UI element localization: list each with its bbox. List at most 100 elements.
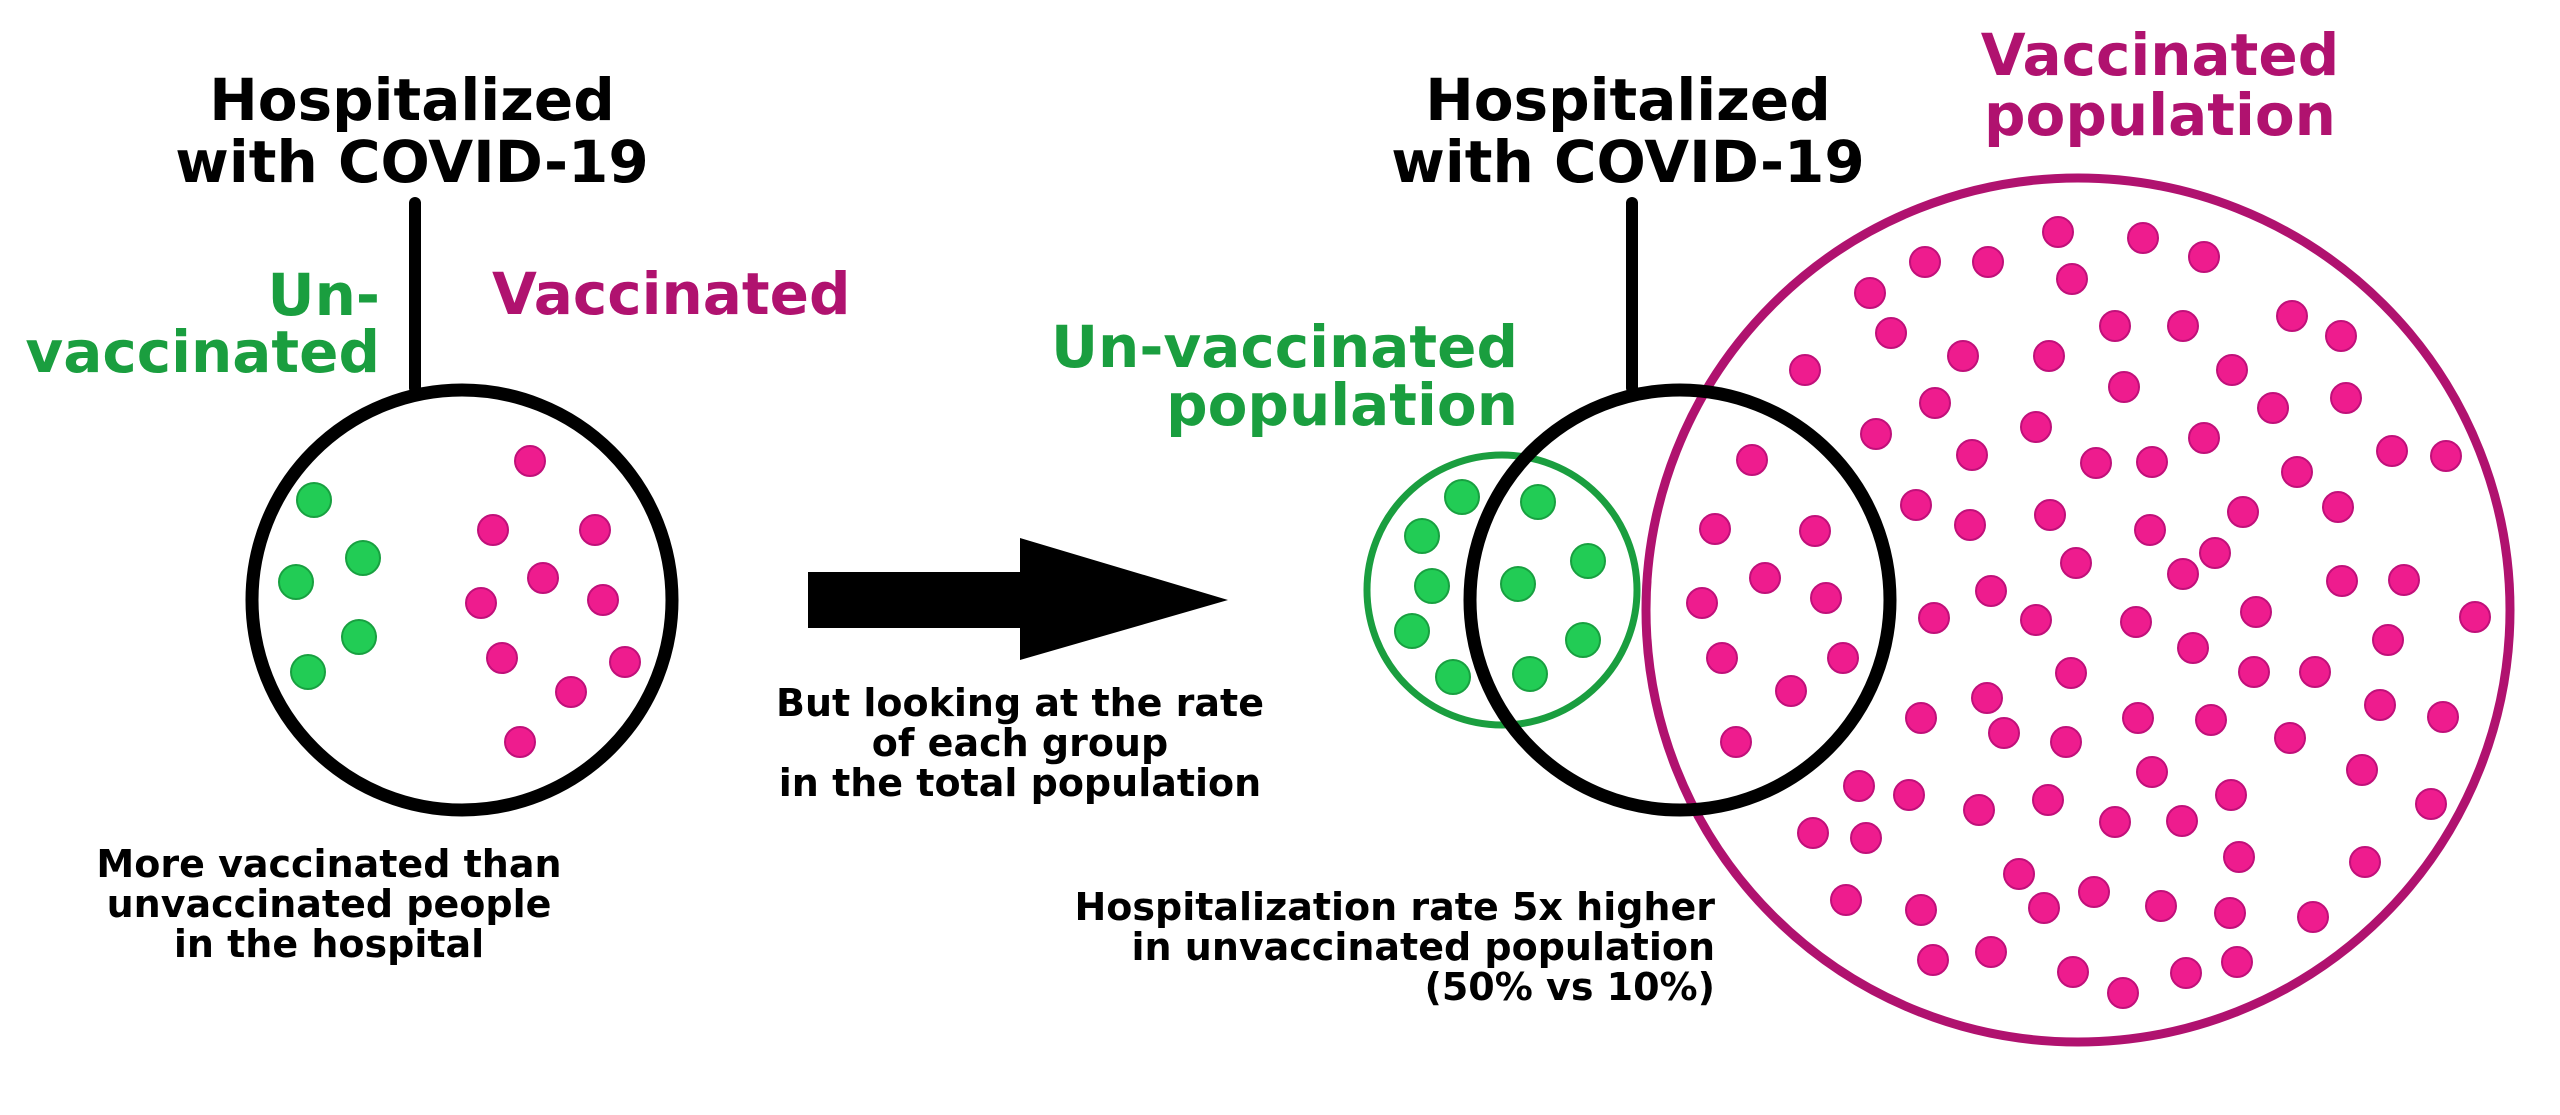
vaccinated-person-dot xyxy=(2167,558,2199,590)
unvaccinated-person-dot xyxy=(1414,568,1450,604)
vaccinated-person-dot xyxy=(1905,894,1937,926)
vaccinated-patient-dot xyxy=(486,642,518,674)
vaccinated-person-dot xyxy=(2299,656,2331,688)
vaccinated-person-dot xyxy=(2060,547,2092,579)
vaccinated-patient-dot xyxy=(477,514,509,546)
left-vaccinated-dots xyxy=(465,445,641,758)
unvaccinated-person-dot xyxy=(1435,659,1471,695)
vaccinated-person-dot xyxy=(2120,606,2152,638)
unvaccinated-person-dot xyxy=(1404,518,1440,554)
vaccinated-person-dot xyxy=(2050,726,2082,758)
vaccinated-person-dot xyxy=(1919,387,1951,419)
vaccinated-person-dot xyxy=(2276,300,2308,332)
vaccinated-population-circle xyxy=(1641,173,2515,1047)
vaccinated-person-dot xyxy=(1909,246,1941,278)
vaccinated-person-dot xyxy=(2372,624,2404,656)
vaccinated-person-dot xyxy=(2388,564,2420,596)
vaccinated-person-dot xyxy=(1799,515,1831,547)
vaccinated-person-dot xyxy=(2166,805,2198,837)
vaccinated-person-dot xyxy=(2322,491,2354,523)
vaccinated-person-dot xyxy=(1706,642,1738,674)
vaccinated-person-dot xyxy=(1775,675,1807,707)
vaccinated-person-dot xyxy=(2167,310,2199,342)
unvaccinated-person-dot xyxy=(1520,484,1556,520)
vaccinated-person-dot xyxy=(2020,604,2052,636)
vaccinated-person-dot xyxy=(1917,944,1949,976)
vaccinated-person-dot xyxy=(2326,565,2358,597)
vaccinated-person-dot xyxy=(2188,241,2220,273)
vaccinated-person-dot xyxy=(1988,717,2020,749)
vaccinated-person-dot xyxy=(2221,946,2253,978)
unvaccinated-person-dot xyxy=(1565,622,1601,658)
transition-arrow: But looking at the rate of each group in… xyxy=(776,538,1264,805)
unvaccinated-person-dot xyxy=(1512,656,1548,692)
vaccinated-person-dot xyxy=(1843,770,1875,802)
vaccinated-person-dot xyxy=(2056,263,2088,295)
arrow-caption-line2: of each group xyxy=(872,721,1168,765)
vaccinated-person-dot xyxy=(1954,509,1986,541)
unvaccinated-population-circle xyxy=(1363,451,1641,729)
vaccinated-person-dot xyxy=(1975,936,2007,968)
vaccinated-person-dot xyxy=(2223,841,2255,873)
vaccinated-person-dot xyxy=(1975,575,2007,607)
vaccinated-person-dot xyxy=(2033,340,2065,372)
right-title-line1: Hospitalized xyxy=(1425,66,1831,134)
vaccinated-person-dot xyxy=(2003,858,2035,890)
vaccinated-patient-dot xyxy=(504,726,536,758)
vaccinated-person-dot xyxy=(2107,977,2139,1009)
arrow-caption-line1: But looking at the rate xyxy=(776,681,1264,725)
right-caption-line1: Hospitalization rate 5x higher xyxy=(1074,885,1715,929)
vaccinated-person-dot xyxy=(1972,246,2004,278)
vaccinated-person-dot xyxy=(2177,632,2209,664)
arrow-icon xyxy=(808,538,1228,660)
vaccinated-person-dot xyxy=(2346,754,2378,786)
left-caption-line3: in the hospital xyxy=(174,922,484,966)
unvaccinated-person-dot xyxy=(1500,566,1536,602)
vaccinated-person-dot xyxy=(1875,317,1907,349)
vaccinated-person-dot xyxy=(2376,435,2408,467)
vaccinated-person-dot xyxy=(2145,890,2177,922)
vaccinated-person-dot xyxy=(1905,702,1937,734)
right-unvaccinated-label-line1: Un-vaccinated xyxy=(1051,313,1518,381)
vaccinated-patient-dot xyxy=(609,646,641,678)
vaccinated-person-dot xyxy=(2034,499,2066,531)
vaccinated-person-dot xyxy=(1971,682,2003,714)
vaccinated-patient-dot xyxy=(587,584,619,616)
vaccinated-person-dot xyxy=(2032,784,2064,816)
vaccinated-person-dot xyxy=(1956,439,1988,471)
vaccinated-person-dot xyxy=(1789,354,1821,386)
right-vaccinated-label-line2: population xyxy=(1984,81,2336,149)
right-title-line2: with COVID-19 xyxy=(1391,128,1864,196)
vaccinated-patient-dot xyxy=(514,445,546,477)
right-unvaccinated-label-line2: population xyxy=(1166,371,1518,439)
vaccinated-person-dot xyxy=(2078,876,2110,908)
vaccinated-person-dot xyxy=(1850,822,1882,854)
vaccinated-person-dot xyxy=(2427,701,2459,733)
vaccinated-person-dot xyxy=(2057,956,2089,988)
vaccinated-person-dot xyxy=(1830,884,1862,916)
vaccinated-person-dot xyxy=(2459,601,2491,633)
vaccinated-person-dot xyxy=(2055,657,2087,689)
vaccinated-person-dot xyxy=(2364,689,2396,721)
vaccinated-person-dot xyxy=(1736,444,1768,476)
vaccinated-person-dot xyxy=(2028,892,2060,924)
vaccinated-person-dot xyxy=(1810,582,1842,614)
left-panel: Hospitalized with COVID-19 Un- vaccinate… xyxy=(25,66,850,966)
vaccinated-person-dot xyxy=(1947,340,1979,372)
unvaccinated-patient-dot xyxy=(296,482,332,518)
vaccinated-person-dot xyxy=(2136,446,2168,478)
vaccinated-person-dot xyxy=(2281,456,2313,488)
vaccinated-patient-dot xyxy=(579,514,611,546)
vaccinated-person-dot xyxy=(2257,392,2289,424)
left-title-line2: with COVID-19 xyxy=(175,128,648,196)
right-vaccinated-label-line1: Vaccinated xyxy=(1981,21,2340,89)
vaccinated-person-dot xyxy=(2195,704,2227,736)
right-hospital-circle xyxy=(1463,383,1897,817)
left-unvaccinated-label-line1: Un- xyxy=(268,261,380,329)
vaccinated-patient-dot xyxy=(527,562,559,594)
vaccinated-person-dot xyxy=(2099,806,2131,838)
vaccinated-person-dot xyxy=(2170,957,2202,989)
vaccinated-person-dot xyxy=(2216,354,2248,386)
vaccinated-person-dot xyxy=(2108,371,2140,403)
